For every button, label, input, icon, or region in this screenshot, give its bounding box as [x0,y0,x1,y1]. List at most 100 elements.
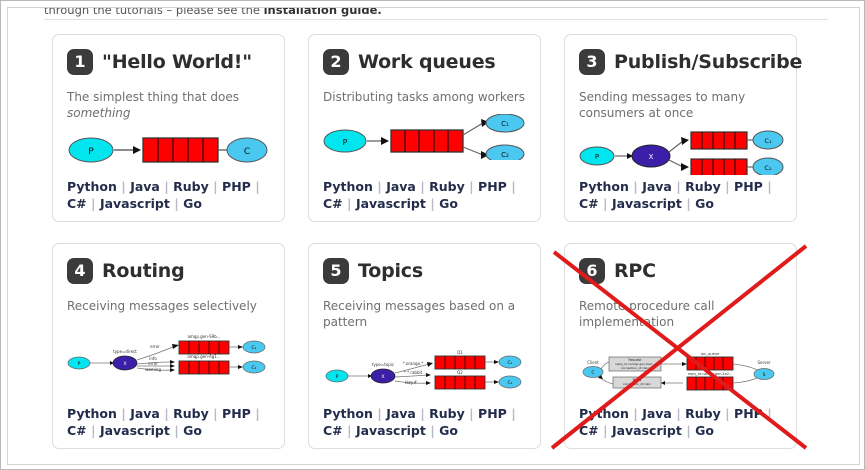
card-number-badge: 3 [579,49,605,75]
consumer-2-node [498,375,522,389]
lang-link-go[interactable]: Go [695,423,714,438]
reply-box: Reply correlation_id=abc [612,376,662,389]
card-description: Sending messages to many consumers at on… [579,90,746,120]
lang-link-ruby[interactable]: Ruby [429,406,465,421]
lang-link-ruby[interactable]: Ruby [685,179,721,194]
lang-link-python[interactable]: Python [323,179,373,194]
card-title: RPC [614,260,656,282]
edge-label-warning: warning [145,367,161,372]
svg-text:C₁: C₁ [508,360,513,366]
lang-link-php[interactable]: PHP [478,179,507,194]
card-description: Receiving messages selectively [67,299,257,313]
svg-text:P: P [78,361,81,367]
svg-text:X: X [649,153,654,161]
card-header: 2 Work queues [323,47,526,77]
tutorial-card-5[interactable]: 5 Topics Receiving messages based on a p… [308,243,541,449]
lang-link-python[interactable]: Python [579,406,629,421]
tutorial-card-1[interactable]: 1 "Hello World!" The simplest thing that… [52,34,285,222]
lang-link-ruby[interactable]: Ruby [685,406,721,421]
card-description: The simplest thing that does something [67,90,270,121]
lang-link-python[interactable]: Python [579,179,629,194]
card-title: Topics [358,260,423,282]
lang-link-ruby[interactable]: Ruby [173,406,209,421]
edge-label-orange: *.orange.* [403,361,424,366]
lang-link-java[interactable]: Java [386,179,416,194]
lang-link-php[interactable]: PHP [222,406,251,421]
lang-link-java[interactable]: Java [642,179,672,194]
card-header: 3 Publish/Subscribe [579,47,802,77]
exchange-node [631,144,671,168]
lang-link-go[interactable]: Go [439,423,458,438]
lang-link-go[interactable]: Go [695,196,714,211]
tutorial-card-grid: 1 "Hello World!" The simplest thing that… [44,30,828,460]
card-number-badge: 2 [323,49,349,75]
lang-link-javascript[interactable]: Javascript [611,423,682,438]
client-label: Client [587,360,599,365]
svg-text:correlation_id=abc: correlation_id=abc [623,382,652,386]
lang-link-python[interactable]: Python [323,406,373,421]
queue-2-label: Q2 [457,370,463,375]
queue-1-label: amqp.gen-S9b... [187,334,220,339]
installation-guide-link[interactable]: installation guide. [263,7,382,17]
queue-2-label: amqp.gen-Ag1... [187,354,220,359]
tutorial-card-3[interactable]: 3 Publish/Subscribe Sending messages to … [564,34,802,222]
card-header: 5 Topics [323,256,526,286]
card-number-badge: 6 [579,258,605,284]
lang-link-java[interactable]: Java [642,406,672,421]
card-header: 1 "Hello World!" [67,47,270,77]
svg-text:C₁: C₁ [764,137,772,145]
lang-link-java[interactable]: Java [386,406,416,421]
card-header: 4 Routing [67,256,270,286]
queue-2-node [434,375,486,390]
lang-link-javascript[interactable]: Javascript [99,423,170,438]
lang-link-php[interactable]: PHP [222,179,251,194]
lang-link-php[interactable]: PHP [734,406,763,421]
lang-link-go[interactable]: Go [183,196,202,211]
queue-1-node [178,340,230,354]
lang-link-go[interactable]: Go [183,423,202,438]
svg-text:C₂: C₂ [252,365,257,371]
lang-link-python[interactable]: Python [67,406,117,421]
lang-link-csharp[interactable]: C# [67,423,87,438]
lang-link-csharp[interactable]: C# [323,423,343,438]
diagram-rpc: Client C Request reply_to=amqp.gen-Xa2..… [579,344,782,392]
lang-link-python[interactable]: Python [67,179,117,194]
svg-text:C₂: C₂ [501,151,509,159]
svg-text:C: C [244,147,250,157]
lang-link-csharp[interactable]: C# [579,423,599,438]
lang-link-javascript[interactable]: Javascript [99,196,170,211]
lang-link-java[interactable]: Java [130,179,160,194]
edge-label-error-1: error [150,344,160,349]
language-links: Python | Java | Ruby | PHP | C# | Javasc… [67,179,260,211]
card-title: Work queues [358,51,496,73]
lang-link-php[interactable]: PHP [734,179,763,194]
consumer-2-node [752,157,784,175]
queue-1-node [434,355,486,370]
lang-link-ruby[interactable]: Ruby [173,179,209,194]
lang-link-csharp[interactable]: C# [67,196,87,211]
producer-node [68,137,114,163]
lang-link-go[interactable]: Go [439,196,458,211]
lang-link-csharp[interactable]: C# [323,196,343,211]
tutorial-card-6[interactable]: 6 RPC Remote procedure call implementati… [564,243,797,449]
exchange-node [370,368,396,384]
lang-link-java[interactable]: Java [130,406,160,421]
lang-link-csharp[interactable]: C# [579,196,599,211]
intro-text: through the tutorials – please see the i… [44,7,824,17]
language-links: Python | Java | Ruby | PHP | C# | Javasc… [579,406,772,438]
lang-link-php[interactable]: PHP [478,406,507,421]
server-label: Server [757,360,770,365]
lang-link-javascript[interactable]: Javascript [611,196,682,211]
lang-link-javascript[interactable]: Javascript [355,423,426,438]
diagram-hello-world: P C [67,129,270,175]
tutorial-card-2[interactable]: 2 Work queues Distributing tasks among w… [308,34,541,222]
queue-2-node [690,158,748,175]
card-number-badge: 1 [67,49,93,75]
language-links: Python | Java | Ruby | PHP | C# | Javasc… [323,406,516,438]
edge-label-info: info [149,356,157,361]
lang-link-javascript[interactable]: Javascript [355,196,426,211]
svg-text:P: P [343,138,348,147]
lang-link-ruby[interactable]: Ruby [429,179,465,194]
tutorial-card-4[interactable]: 4 Routing Receiving messages selectively… [52,243,285,449]
queue-node [390,128,464,153]
